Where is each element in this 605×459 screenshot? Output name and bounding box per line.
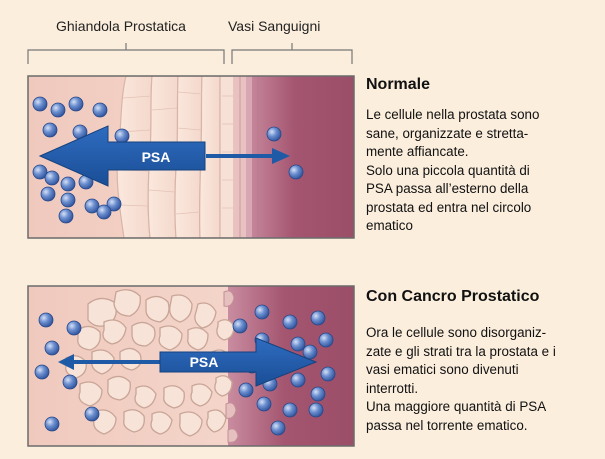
psa-particle — [63, 375, 77, 389]
psa-particle — [45, 171, 59, 185]
psa-particle — [283, 403, 297, 417]
psa-particle — [33, 97, 47, 111]
psa-particle — [51, 103, 65, 117]
psa-particle — [69, 97, 83, 111]
psa-particle — [115, 129, 129, 143]
psa-particle — [41, 187, 55, 201]
normal-desc-line: PSA passa all’esterno della — [366, 180, 539, 199]
psa-particle — [303, 345, 317, 359]
normal-desc-line: prostata ed entra nel circolo — [366, 199, 539, 218]
cancer-desc-line: Ora le cellule sono disorganiz- — [366, 324, 556, 343]
psa-particle — [255, 305, 269, 319]
psa-particle — [97, 205, 111, 219]
psa-particle — [311, 387, 325, 401]
psa-particle — [45, 417, 59, 431]
psa-particle — [309, 403, 323, 417]
psa-particle — [267, 127, 281, 141]
normal-desc-line: sane, organizzate e stretta- — [366, 125, 539, 144]
psa-particle — [311, 311, 325, 325]
psa-particle — [59, 209, 73, 223]
normal-description: Le cellule nella prostata sono sane, org… — [366, 106, 539, 236]
psa-particle — [233, 319, 247, 333]
normal-desc-line: ematico — [366, 217, 539, 236]
psa-particle — [283, 315, 297, 329]
normal-desc-line: Le cellule nella prostata sono — [366, 106, 539, 125]
vessel-bracket — [232, 43, 352, 64]
cancer-desc-line: passa nel torrente ematico. — [366, 417, 556, 436]
cancer-desc-line: zate e gli strati tra la prostata e i — [366, 343, 556, 362]
psa-particle — [289, 165, 303, 179]
psa-particle — [291, 337, 305, 351]
psa-particle — [61, 193, 75, 207]
psa-particle — [291, 373, 305, 387]
psa-particle — [319, 333, 333, 347]
psa-particle — [67, 321, 81, 335]
normal-title: Normale — [366, 76, 430, 94]
psa-particle — [35, 365, 49, 379]
psa-particle — [85, 407, 99, 421]
psa-particle — [39, 313, 53, 327]
normal-desc-line: Solo una piccola quantità di — [366, 162, 539, 181]
cancer-desc-line: vasi ematici sono divenuti — [366, 361, 556, 380]
psa-particle — [239, 383, 253, 397]
psa-particle — [93, 103, 107, 117]
psa-particle — [61, 177, 75, 191]
cancer-description: Ora le cellule sono disorganiz- zate e g… — [366, 324, 556, 435]
psa-label-cancer: PSA — [190, 354, 219, 370]
psa-particle — [271, 421, 285, 435]
psa-particle — [257, 397, 271, 411]
cancer-desc-line: interrotti. — [366, 380, 556, 399]
psa-particle — [321, 367, 335, 381]
psa-label-normal: PSA — [142, 149, 171, 165]
cancer-desc-line: Una maggiore quantità di PSA — [366, 398, 556, 417]
gland-bracket — [28, 43, 224, 64]
normal-desc-line: mente affiancate. — [366, 143, 539, 162]
psa-particle — [43, 123, 57, 137]
cancer-title: Con Cancro Prostatico — [366, 288, 539, 306]
psa-particle — [45, 341, 59, 355]
